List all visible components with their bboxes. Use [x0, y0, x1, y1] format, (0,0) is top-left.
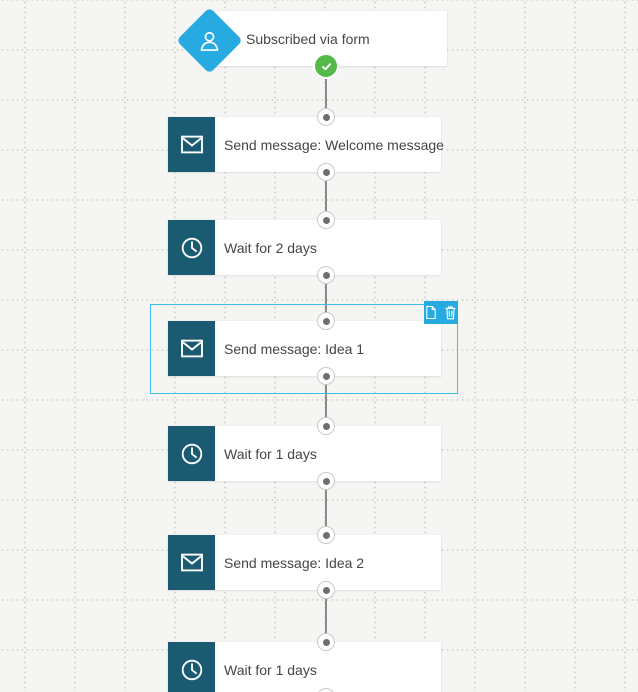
connector-line	[325, 590, 327, 642]
connector-port[interactable]	[317, 417, 335, 435]
connector-port[interactable]	[317, 581, 335, 599]
connector-line	[325, 376, 327, 426]
connector-port[interactable]	[317, 367, 335, 385]
node-icon-box	[168, 642, 215, 692]
node-label: Wait for 2 days	[224, 239, 317, 256]
node-icon-box	[168, 220, 215, 275]
connector-line	[325, 275, 327, 321]
connector-line	[325, 481, 327, 535]
duplicate-node-button[interactable]	[425, 305, 437, 320]
clock-icon	[179, 235, 205, 261]
connector-line	[325, 66, 327, 117]
connector-line	[325, 172, 327, 220]
workflow-node-send-message-1[interactable]: Send message: Welcome message	[168, 117, 444, 172]
delete-node-button[interactable]	[444, 305, 457, 320]
connector-port[interactable]	[317, 633, 335, 651]
node-icon-box	[168, 321, 215, 376]
connector-port[interactable]	[317, 211, 335, 229]
node-icon-box	[168, 426, 215, 481]
trigger-diamond[interactable]	[175, 6, 243, 74]
node-label: Send message: Idea 2	[224, 554, 365, 571]
envelope-icon	[179, 552, 205, 573]
person-icon	[196, 27, 223, 54]
node-icon-box	[168, 535, 215, 590]
connector-port[interactable]	[317, 163, 335, 181]
workflow-node-wait-6[interactable]: Wait for 1 days	[168, 642, 441, 692]
workflow-node-wait-4[interactable]: Wait for 1 days	[168, 426, 441, 481]
trash-icon	[444, 305, 457, 320]
connector-port[interactable]	[317, 266, 335, 284]
check-icon	[320, 60, 333, 73]
workflow-node-send-message-3[interactable]: Send message: Idea 1	[168, 321, 441, 376]
node-toolbar	[424, 301, 458, 324]
workflow-node-send-message-5[interactable]: Send message: Idea 2	[168, 535, 441, 590]
connector-port[interactable]	[317, 312, 335, 330]
node-label: Send message: Welcome message	[224, 136, 444, 153]
connector-port[interactable]	[317, 526, 335, 544]
node-label: Wait for 1 days	[224, 445, 317, 462]
envelope-icon	[179, 338, 205, 359]
trigger-status-badge	[313, 53, 339, 79]
clock-icon	[179, 441, 205, 467]
node-label: Wait for 1 days	[224, 661, 317, 678]
node-label: Subscribed via form	[246, 30, 370, 47]
node-icon-box	[168, 117, 215, 172]
clock-icon	[179, 657, 205, 683]
trigger-icon-wrap	[196, 27, 223, 54]
node-label: Send message: Idea 1	[224, 340, 365, 357]
document-icon	[425, 305, 437, 320]
workflow-node-wait-2[interactable]: Wait for 2 days	[168, 220, 441, 275]
connector-port[interactable]	[317, 472, 335, 490]
envelope-icon	[179, 134, 205, 155]
connector-port[interactable]	[317, 108, 335, 126]
